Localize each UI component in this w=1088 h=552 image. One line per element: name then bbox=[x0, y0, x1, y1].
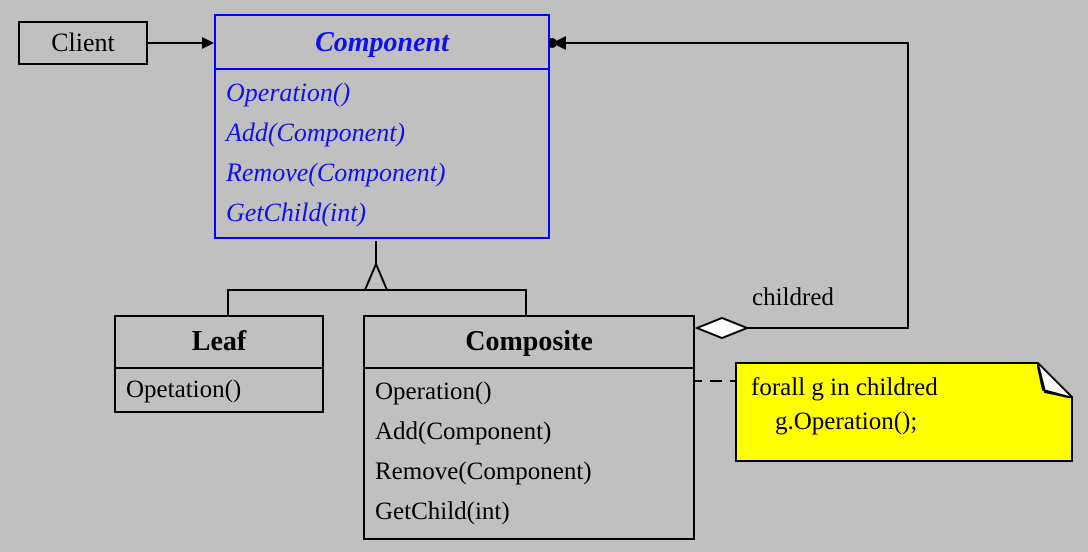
client-class-name: Client bbox=[51, 28, 115, 57]
aggregation-arrowhead bbox=[552, 36, 566, 50]
composite-operations: Operation() Add(Component) Remove(Compon… bbox=[365, 369, 693, 533]
aggregation-diamond bbox=[694, 316, 750, 340]
composite-operation: Operation() bbox=[375, 378, 492, 405]
component-operation: Add(Component) bbox=[226, 118, 406, 147]
note-box[interactable]: forall g in childred g.Operation(); bbox=[735, 362, 1073, 462]
note-line: g.Operation(); bbox=[775, 408, 918, 435]
composite-class-name: Composite bbox=[365, 317, 693, 369]
component-class-box[interactable]: Component Operation() Add(Component) Rem… bbox=[214, 14, 550, 239]
children-aggregation-line bbox=[566, 42, 909, 329]
inheritance-triangle bbox=[363, 261, 389, 291]
component-operation: GetChild(int) bbox=[226, 198, 367, 227]
inheritance-branch bbox=[227, 289, 527, 316]
composite-operation: GetChild(int) bbox=[375, 498, 510, 525]
component-operations: Operation() Add(Component) Remove(Compon… bbox=[216, 70, 548, 234]
component-operation: Remove(Component) bbox=[226, 158, 446, 187]
note-line: forall g in childred bbox=[751, 374, 938, 401]
leaf-operations: Opetation() bbox=[116, 369, 322, 411]
component-operation: Operation() bbox=[226, 78, 351, 107]
note-folded-corner-icon bbox=[1037, 362, 1073, 398]
composite-operation: Add(Component) bbox=[375, 418, 552, 445]
component-class-name: Component bbox=[216, 16, 548, 70]
leaf-class-box[interactable]: Leaf Opetation() bbox=[114, 315, 324, 413]
leaf-operation: Opetation() bbox=[126, 376, 242, 403]
association-label: childred bbox=[752, 284, 834, 311]
composite-operation: Remove(Component) bbox=[375, 458, 592, 485]
client-class-box[interactable]: Client bbox=[18, 21, 148, 65]
leaf-class-name: Leaf bbox=[116, 317, 322, 369]
client-arrowhead bbox=[202, 37, 214, 49]
composite-class-box[interactable]: Composite Operation() Add(Component) Rem… bbox=[363, 315, 695, 540]
